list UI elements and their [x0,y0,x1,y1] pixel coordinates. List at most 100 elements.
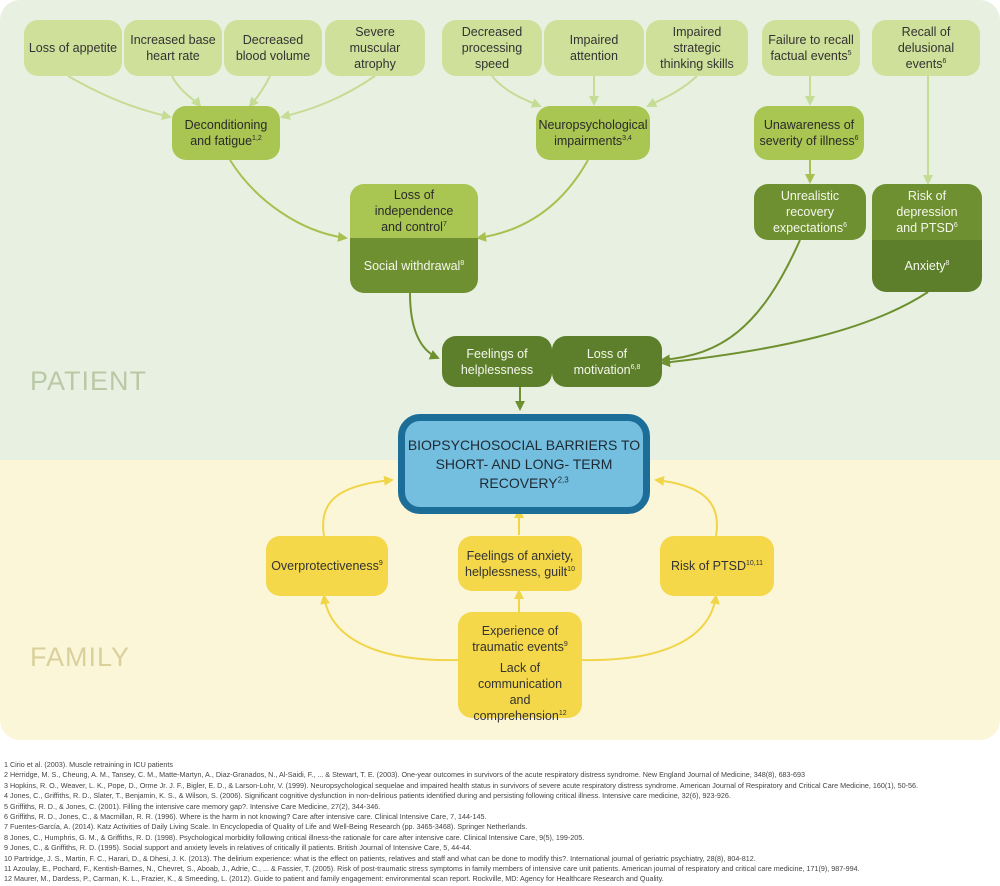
reference-item: 10 Partridge, J. S., Martin, F. C., Hara… [4,853,756,863]
increased-heart-rate-line1: Increased base [130,33,216,47]
arrow-heartrate-to-deconditioning [171,75,202,108]
reference-item: 3 Hopkins, R. O., Weaver, L. K., Pope, D… [4,780,919,790]
deconditioning-line2: and fatigue [190,134,253,148]
loss-of-motivation-node: Loss of motivation6,8 [552,336,662,387]
recall-of-delusional-ref: 6 [942,57,947,65]
impaired-attention-node: Impaired attention [544,20,644,76]
reference-item: 6 Griffiths, R. D., Jones, C., & Macmill… [4,812,487,822]
reference-item: 1 Cirio et al. (2003). Muscle retraining… [4,760,173,769]
arrow-neuro-to-social [476,159,589,242]
central-line2: SHORT- AND LONG- TERM RECOVERY [435,455,613,491]
impaired-attention-line1: Impaired [569,33,619,47]
decreased-processing-speed-node: Decreased processing speed [442,20,542,76]
neuropsychological-line2: impairments [554,134,623,148]
traumatic-events-ref: 9 [563,640,568,648]
reference-item: 5 Griffiths, R. D., & Jones, C. (2001). … [4,801,381,811]
decreased-processing-speed-line1: Decreased [461,25,523,39]
arrow-social-to-helplessness [409,292,440,360]
loss-of-independence-ref: 7 [442,220,447,228]
loss-of-independence-line2: and control [381,220,443,234]
feelings-anxiety-family-ref: 10 [567,565,575,573]
arrow-deconditioning-to-social [229,159,348,242]
central-line1: BIOPSYCHOSOCIAL BARRIERS TO [407,436,641,453]
recall-of-delusional-line2: delusional events [897,41,955,71]
reference-item: 8 Jones, C., Humphris, G. M., & Griffith… [4,832,585,842]
family-section-label: FAMILY [30,642,131,672]
recall-of-delusional-line1: Recall of [901,25,951,39]
risk-of-depression-line1: Risk of depression [896,189,958,219]
loss-of-independence-line1: Loss of independence [374,188,454,218]
lack-of-communication-line1: Lack of communication [477,661,563,691]
neuropsychological-line1: Neuropsychological [538,118,648,132]
lack-of-communication-ref: 12 [558,709,567,717]
reference-item: 12 Maurer, M., Dardess, P., Carman, K. L… [4,874,664,884]
deconditioning-ref: 1,2 [252,134,262,142]
reference-item: 2 Herridge, M. S., Cheung, A. M., Tansey… [4,770,805,780]
overprotectiveness-node: Overprotectiveness9 [266,536,388,596]
unrealistic-recovery-node: Unrealistic recovery expectations6 [754,184,866,240]
failure-to-recall-ref: 5 [847,49,852,57]
loss-of-motivation-ref: 6,8 [630,363,641,371]
arrow-anxiety-to-motivation [660,291,929,368]
increased-heart-rate-line2: heart rate [146,49,200,63]
loss-of-appetite-label: Loss of appetite [28,41,118,55]
arrow-atrophy-to-deconditioning [280,75,376,120]
traumatic-events-line1: Experience of [481,624,559,638]
traumatic-events-line2: traumatic events [472,640,564,654]
anxiety-node: Anxiety8 [872,240,982,292]
unrealistic-recovery-line2: expectations [772,221,844,235]
social-withdrawal-ref: 8 [460,259,465,267]
social-withdrawal-line1: Social withdrawal [363,258,461,273]
anxiety-line1: Anxiety [904,259,946,273]
severe-muscular-atrophy-line2: atrophy [354,57,396,71]
risk-of-ptsd-ref: 10,11 [746,559,763,567]
social-withdrawal-node: Social withdrawal8 [350,238,478,293]
arrow-ptsd-to-central [654,475,718,537]
impaired-strategic-thinking-line2: thinking skills [660,57,734,71]
decreased-blood-volume-line2: blood volume [235,49,311,63]
loss-of-motivation-line1: Loss of motivation [573,346,631,377]
decreased-blood-volume-line1: Decreased [242,33,304,47]
overprotectiveness-ref: 9 [378,559,383,567]
reference-item: 4 Jones, C., Griffiths, R. D., Slater, T… [4,791,731,801]
risk-of-ptsd-node: Risk of PTSD10,11 [660,536,774,596]
arrow-bloodvolume-to-deconditioning [248,75,271,108]
feelings-anxiety-family-line1: Feelings of anxiety, [466,548,574,563]
unrealistic-recovery-ref: 6 [843,221,848,229]
patient-section-label: PATIENT [30,366,148,396]
overprotectiveness-line1: Overprotectiveness [271,559,379,573]
central-barriers-node: BIOPSYCHOSOCIAL BARRIERS TO SHORT- AND LO… [398,414,650,514]
anxiety-ref: 8 [945,259,950,267]
feelings-of-helplessness-line2: helplessness [460,362,534,377]
failure-to-recall-line1: Failure to recall [768,33,854,47]
loss-of-appetite-node: Loss of appetite [24,20,122,76]
traumatic-events-node: Experience of traumatic events9 [458,612,582,666]
risk-of-ptsd-line1: Risk of PTSD [670,559,746,573]
lack-of-communication-line2: and comprehension [473,693,559,723]
risk-of-depression-ref: 6 [953,221,958,229]
arrow-processing-to-neuro [491,75,542,108]
unrealistic-recovery-line1: Unrealistic recovery [780,189,840,219]
arrow-lack-to-ptsd [579,594,720,662]
unawareness-line2: severity of illness [759,134,855,148]
feelings-anxiety-family-node: Feelings of anxiety,helplessness, guilt1… [458,536,582,591]
feelings-anxiety-family-line2: helplessness, guilt [465,564,568,579]
decreased-blood-volume-node: Decreased blood volume [224,20,322,76]
arrow-appetite-to-deconditioning [67,75,172,121]
decreased-processing-speed-line2: processing speed [461,41,523,71]
impaired-attention-line2: attention [570,49,618,63]
arrow-strategic-to-neuro [646,75,698,107]
reference-item: 11 Azoulay, E., Pochard, F., Kentish-Bar… [4,864,860,874]
feelings-of-helplessness-line1: Feelings of [466,346,528,361]
central-ref: 2,3 [557,474,569,484]
arrow-overprotect-to-central [322,475,394,537]
